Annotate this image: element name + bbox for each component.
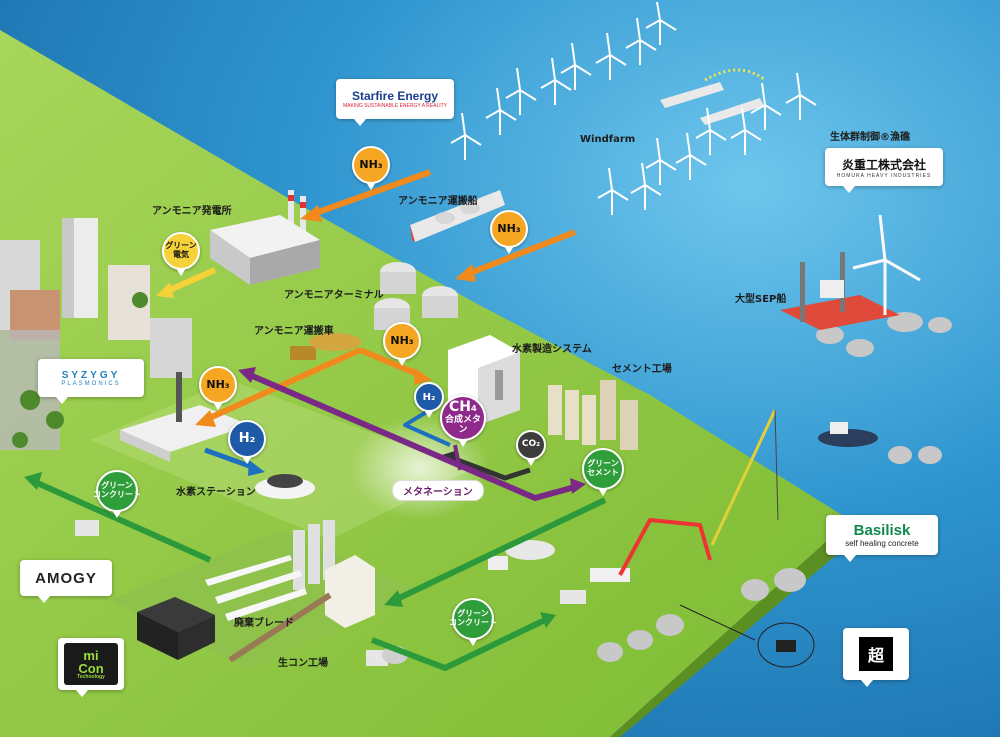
h2-pin-station: H₂ <box>228 420 266 464</box>
tetrapods <box>597 312 952 662</box>
starfire-name: Starfire Energy <box>351 89 439 103</box>
label-ready-mix-plant: 生コン工場 <box>278 658 328 669</box>
trucks <box>75 333 630 666</box>
micon-name2: Con <box>78 660 104 676</box>
sep-turbine <box>852 214 921 315</box>
label-ammonia-terminal: アンモニアターミナル <box>284 290 384 301</box>
basilisk-name: Basilisk <box>853 522 911 539</box>
nh3-pin-3: NH₃ <box>383 322 421 366</box>
basilisk-logo: Basilisk self healing concrete <box>826 515 938 562</box>
wind-turbines <box>450 1 817 215</box>
nh3-pin-1: NH₃ <box>352 146 390 190</box>
starfire-tagline: MAKING SUSTAINABLE ENERGY A REALITY <box>342 103 447 109</box>
co2-pin: CO₂ <box>516 430 546 466</box>
syzygy-logo: SYZYGY PLASMONICS <box>38 359 144 404</box>
label-waste-blade: 廃棄ブレード <box>234 618 294 629</box>
green-cement-pin: グリーン セメント <box>582 448 624 496</box>
fcv-car <box>255 474 315 499</box>
label-cement-plant: セメント工場 <box>612 364 672 375</box>
flow-arrows <box>24 169 607 671</box>
label-fishing-reef: 生体群制御®漁礁 <box>830 132 910 143</box>
label-ammonia-truck: アンモニア運搬車 <box>254 326 334 337</box>
cho-logo: 超 <box>843 628 909 687</box>
amogy-logo: AMOGY <box>20 560 112 603</box>
label-ammonia-power: アンモニア発電所 <box>152 206 232 217</box>
homura-logo: 炎重工株式会社 HOMURA HEAVY INDUSTRIES <box>825 148 943 193</box>
ch4-label: CH₄ <box>448 399 478 416</box>
starfire-logo: Starfire Energy MAKING SUSTAINABLE ENERG… <box>336 79 454 126</box>
micon-mark: mi Con Technology <box>64 643 118 685</box>
ammonia-power-plant <box>210 190 320 285</box>
cho-mark: 超 <box>859 637 893 671</box>
micon-tagline: Technology <box>77 673 105 680</box>
fishing-ships <box>660 68 766 125</box>
label-sep-vessel: 大型SEP船 <box>735 294 787 305</box>
ammonia-tanks <box>374 262 458 330</box>
h2-pin-hydrogen: H₂ <box>414 382 444 418</box>
cranes <box>618 409 779 576</box>
waste-blades <box>205 555 307 621</box>
ch4-sublabel: 合成メタン <box>444 414 481 435</box>
micon-name1: mi <box>83 647 99 663</box>
green-concrete-pin-1: グリーン コンクリート <box>93 470 141 518</box>
sep-vessel <box>780 252 900 330</box>
label-hydrogen-system: 水素製造システム <box>512 344 592 355</box>
green-concrete-pin-2: グリーン コンクリート <box>449 598 497 646</box>
nh3-pin-4: NH₃ <box>199 366 237 410</box>
tugboat <box>818 422 878 447</box>
label-ammonia-carrier: アンモニア運搬船 <box>398 196 478 207</box>
syzygy-name: SYZYGY <box>61 369 121 381</box>
cement-plant <box>548 380 638 450</box>
homura-tagline: HOMURA HEAVY INDUSTRIES <box>836 172 932 179</box>
amogy-name: AMOGY <box>35 569 97 587</box>
homura-name: 炎重工株式会社 <box>841 157 926 172</box>
ammonia-carrier <box>410 190 505 242</box>
green-power-pin: グリーン 電気 <box>162 232 200 276</box>
basilisk-tagline: self healing concrete <box>845 539 919 548</box>
nh3-pin-2: NH₃ <box>490 210 528 254</box>
label-windfarm: Windfarm <box>580 134 636 145</box>
city <box>0 218 192 450</box>
label-methanation: メタネーション <box>392 480 484 501</box>
micon-logo: mi Con Technology <box>58 638 124 697</box>
blade-container <box>137 597 215 660</box>
syzygy-tagline: PLASMONICS <box>61 380 121 387</box>
ready-mix-plant <box>228 520 375 663</box>
ch4-pin: CH₄ 合成メタン <box>440 395 486 447</box>
drone <box>679 604 815 668</box>
label-hydrogen-station: 水素ステーション <box>176 487 256 498</box>
